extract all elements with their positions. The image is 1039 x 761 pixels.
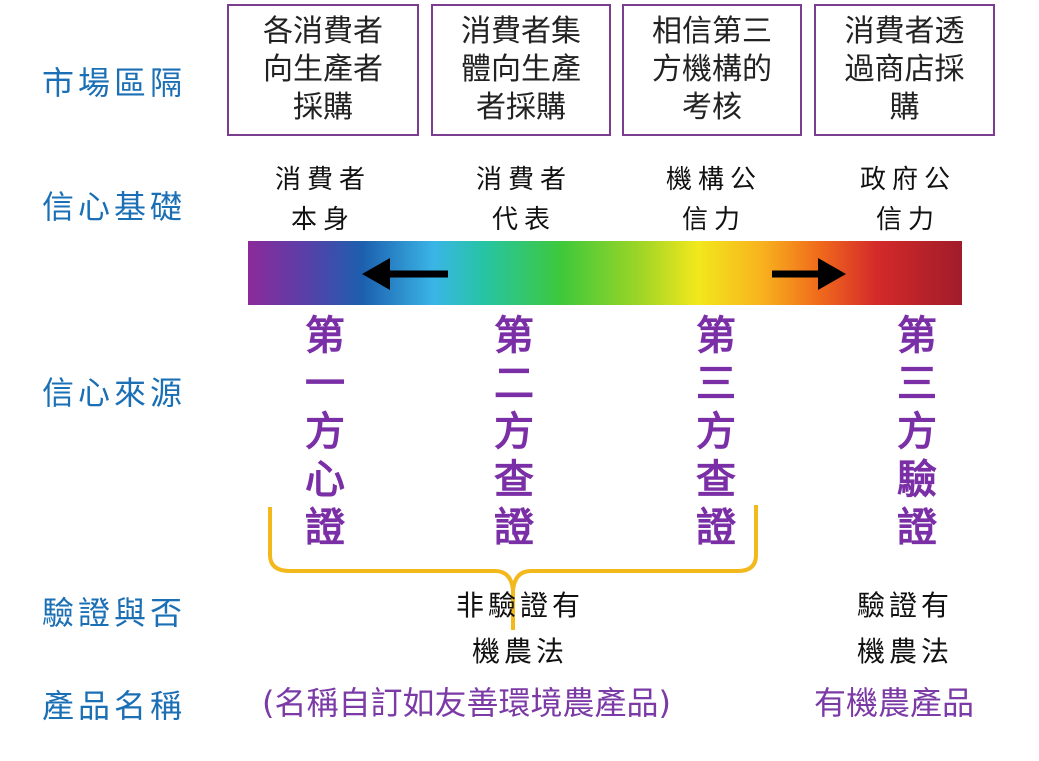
verification-verified: 驗證有 機農法 xyxy=(856,589,953,668)
source-char: 方 xyxy=(696,408,736,455)
right-arrow-icon xyxy=(772,258,846,290)
source-char: 第 xyxy=(305,312,345,359)
basis-consumer-self: 消費者 本身 xyxy=(274,165,371,235)
source-char: 證 xyxy=(305,504,345,551)
source-char: 三 xyxy=(696,360,736,407)
source-char: 查 xyxy=(494,456,534,503)
source-char: 心 xyxy=(305,456,345,503)
source-second-party: 第 二 方 查 證 xyxy=(474,312,554,552)
market-box-3: 相信第三 方機構的 考核 xyxy=(622,4,802,136)
product-verified: 有機農產品 xyxy=(814,684,975,722)
market-box-1: 各消費者 向生產者 採購 xyxy=(227,4,419,136)
source-third-party-review: 第 三 方 查 證 xyxy=(676,312,756,552)
source-first-party: 第 一 方 心 證 xyxy=(285,312,365,552)
product-non-verified: (名稱自訂如友善環境農產品) xyxy=(262,684,671,722)
grouping-brace xyxy=(268,505,758,630)
row-label-market: 市場區隔 xyxy=(42,64,187,102)
market-box-2: 消費者集 體向生產 者採購 xyxy=(431,4,611,136)
row-label-verified: 驗證與否 xyxy=(42,594,187,632)
left-arrow-icon xyxy=(362,258,448,290)
source-char: 證 xyxy=(494,504,534,551)
basis-government-credibility: 政府公 信力 xyxy=(859,165,956,235)
basis-institution-credibility: 機構公 信力 xyxy=(665,165,762,235)
basis-consumer-representative: 消費者 代表 xyxy=(475,165,572,235)
source-char: 第 xyxy=(897,312,937,359)
source-char: 證 xyxy=(696,504,736,551)
row-label-source: 信心來源 xyxy=(42,374,187,412)
row-label-basis: 信心基礎 xyxy=(42,188,187,226)
source-char: 方 xyxy=(305,408,345,455)
source-char: 二 xyxy=(494,360,534,407)
source-third-party-verification: 第 三 方 驗 證 xyxy=(877,312,957,552)
source-char: 查 xyxy=(696,456,736,503)
verification-non-verified: 非驗證有 機農法 xyxy=(455,589,584,668)
row-label-product: 產品名稱 xyxy=(42,687,187,725)
source-char: 證 xyxy=(897,504,937,551)
market-box-4: 消費者透 過商店採 購 xyxy=(814,4,995,136)
source-char: 驗 xyxy=(897,456,937,503)
source-char: 方 xyxy=(494,408,534,455)
source-char: 第 xyxy=(696,312,736,359)
source-char: 第 xyxy=(494,312,534,359)
source-char: 三 xyxy=(897,360,937,407)
source-char: 一 xyxy=(305,360,345,407)
source-char: 方 xyxy=(897,408,937,455)
